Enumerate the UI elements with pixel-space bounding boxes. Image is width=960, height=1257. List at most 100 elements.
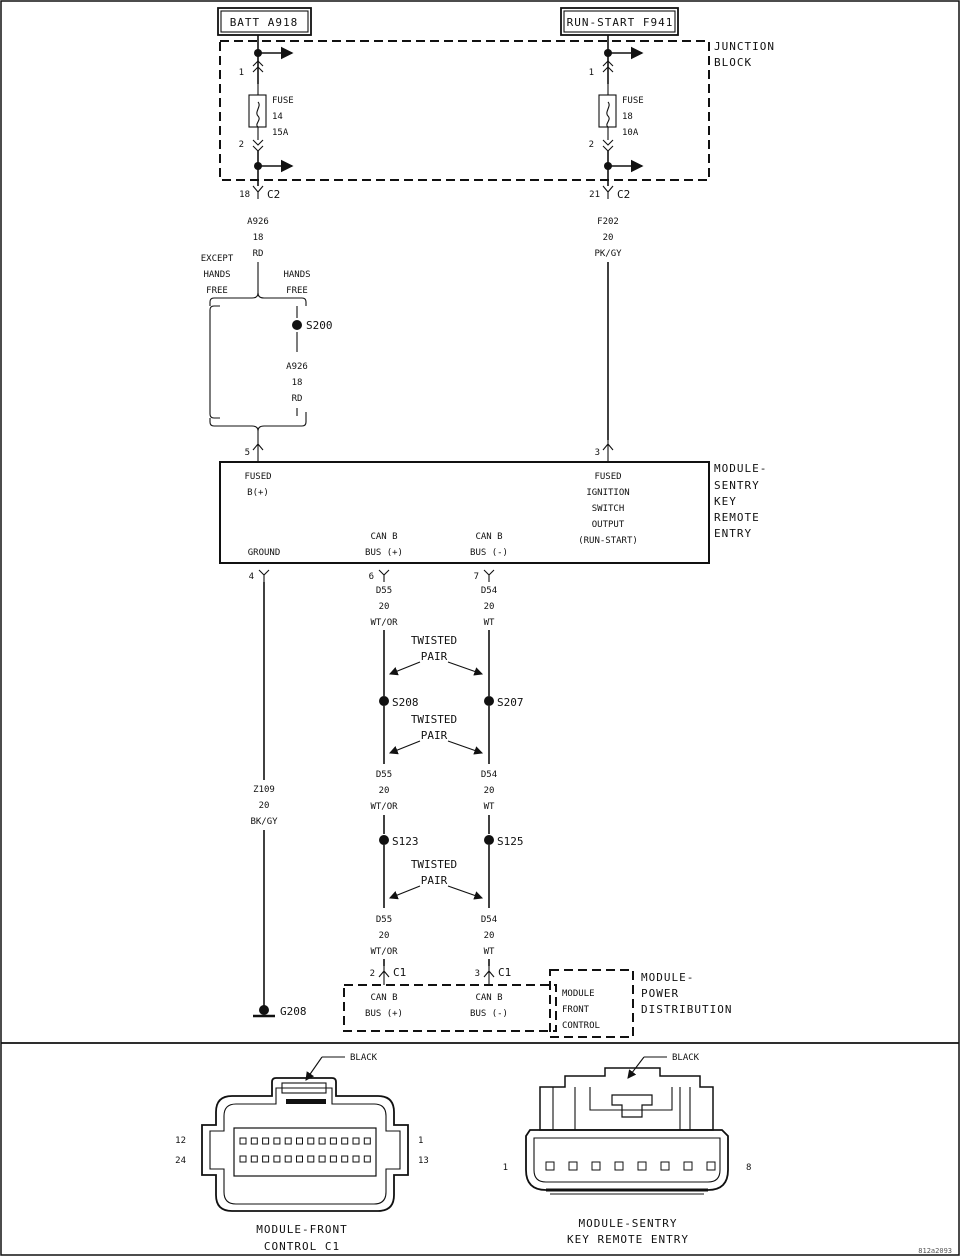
power-dist-name-3: DISTRIBUTION bbox=[641, 1003, 732, 1016]
twisted-pair-3-a: TWISTED bbox=[411, 858, 457, 871]
front-control-pin-cavity bbox=[284, 1155, 292, 1163]
front-control-pin-cavity bbox=[363, 1137, 371, 1145]
except-hands-free-3: FREE bbox=[206, 286, 228, 296]
z109-label-2: 20 bbox=[259, 801, 270, 811]
fuse-18-label-2: 18 bbox=[622, 112, 633, 122]
junction-block-outline bbox=[219, 40, 710, 181]
s200-splice bbox=[292, 320, 302, 330]
d54-c-1: D54 bbox=[481, 915, 497, 925]
fuse-14-label-2: 14 bbox=[272, 112, 283, 122]
s123-label: S123 bbox=[392, 835, 419, 848]
front-control-pin-cavity bbox=[296, 1155, 303, 1163]
sentry-pin1-label: 1 bbox=[503, 1163, 508, 1173]
d55-c-3: WT/OR bbox=[370, 947, 398, 957]
c1-right-pin: 3 bbox=[475, 969, 480, 979]
fuse-14-label-3: 15A bbox=[272, 128, 289, 138]
front-control-pin-cavity bbox=[250, 1155, 258, 1163]
figure-id: 812a2093 bbox=[918, 1247, 952, 1255]
pin6-label: 6 bbox=[369, 572, 374, 582]
front-control-outline bbox=[549, 969, 634, 1038]
c1-right-connector: 3 C1 bbox=[475, 966, 511, 985]
d55-b-3: WT/OR bbox=[370, 802, 398, 812]
d55-c-2: 20 bbox=[379, 931, 390, 941]
power-dist-outline bbox=[343, 984, 557, 1032]
front-control-2: FRONT bbox=[562, 1005, 590, 1015]
z109-label-1: Z109 bbox=[253, 785, 275, 795]
front-control-pin-cavity bbox=[262, 1137, 270, 1145]
c2-left-name: C2 bbox=[267, 188, 280, 201]
pin4-label: 4 bbox=[249, 572, 254, 582]
d55-b-2: 20 bbox=[379, 786, 390, 796]
twisted-pair-1-arrow-left bbox=[388, 661, 421, 676]
a926-mid-label-1: A926 bbox=[286, 362, 308, 372]
fuse-18: 1 2 FUSE 18 10A bbox=[589, 35, 644, 186]
fuse-18-label-1: FUSE bbox=[622, 96, 644, 106]
fuse-14-label-1: FUSE bbox=[272, 96, 294, 106]
d54-a-1: D54 bbox=[481, 586, 497, 596]
batt-box: BATT A918 bbox=[217, 7, 312, 36]
d54-b-1: D54 bbox=[481, 770, 497, 780]
d54-a-2: 20 bbox=[484, 602, 495, 612]
pd-can-plus-1: CAN B bbox=[370, 993, 397, 1003]
d54-b-3: WT bbox=[484, 802, 495, 812]
fuse-14: 1 2 FUSE 14 15A bbox=[239, 35, 294, 186]
sentry-name-5: ENTRY bbox=[714, 527, 752, 540]
front-control-pin-cavity bbox=[307, 1137, 315, 1145]
pd-can-minus-2: BUS (-) bbox=[470, 1009, 508, 1019]
hands-free-2: FREE bbox=[286, 286, 308, 296]
c2-left-pin: 18 bbox=[239, 190, 250, 200]
g208-label: G208 bbox=[280, 1005, 307, 1018]
front-caption-1: MODULE-FRONT bbox=[256, 1223, 347, 1236]
sentry-module-box bbox=[219, 461, 710, 564]
sentry-pin8-label: 8 bbox=[746, 1163, 751, 1173]
twisted-pair-2-arrow-left bbox=[388, 740, 421, 755]
twisted-pair-3-b: PAIR bbox=[421, 874, 448, 887]
pin5-label: 5 bbox=[245, 448, 250, 458]
junction-block-label-2: BLOCK bbox=[714, 56, 752, 69]
f202-label-2: 20 bbox=[603, 233, 614, 243]
d54-c-2: 20 bbox=[484, 931, 495, 941]
c2-left-connector: 18 C2 bbox=[239, 185, 280, 201]
d54-b-2: 20 bbox=[484, 786, 495, 796]
s123-splice bbox=[379, 835, 389, 845]
fuse-14-pin-top: 1 bbox=[239, 68, 244, 78]
batt-box-label: BATT A918 bbox=[230, 16, 299, 29]
g208-ground-symbol bbox=[253, 1005, 275, 1018]
front-pin24-label: 24 bbox=[175, 1156, 186, 1166]
sentry-black-label: BLACK bbox=[672, 1053, 700, 1063]
d55-a-2: 20 bbox=[379, 602, 390, 612]
a926-top-label-1: A926 bbox=[247, 217, 269, 227]
hands-free-1: HANDS bbox=[283, 270, 310, 280]
sentry-caption-2: KEY REMOTE ENTRY bbox=[567, 1233, 689, 1246]
front-control-pin-cavity bbox=[318, 1137, 326, 1145]
front-control-pin-cavity bbox=[341, 1155, 349, 1163]
fuse-14-pin-bottom: 2 bbox=[239, 140, 244, 150]
front-control-pin-cavity bbox=[250, 1137, 258, 1145]
a926-mid-label-2: 18 bbox=[292, 378, 303, 388]
s207-label: S207 bbox=[497, 696, 524, 709]
z109-label-3: BK/GY bbox=[250, 817, 278, 827]
front-black-label: BLACK bbox=[350, 1053, 378, 1063]
sentry-pin-cavity bbox=[591, 1161, 601, 1171]
a926-top-label-2: 18 bbox=[253, 233, 264, 243]
sentry-pin-cavity bbox=[568, 1161, 578, 1171]
fused-b-2: B(+) bbox=[247, 488, 269, 498]
fused-ign-1: FUSED bbox=[594, 472, 621, 482]
front-control-pin-cavity bbox=[273, 1137, 281, 1145]
c2-right-name: C2 bbox=[617, 188, 630, 201]
front-pin1-label: 1 bbox=[418, 1136, 423, 1146]
front-pin13-label: 13 bbox=[418, 1156, 429, 1166]
front-control-pin-cavity bbox=[318, 1155, 326, 1163]
pd-can-minus-1: CAN B bbox=[475, 993, 502, 1003]
sentry-name-4: REMOTE bbox=[714, 511, 760, 524]
sentry-can-plus-2: BUS (+) bbox=[365, 548, 403, 558]
c1-left-pin: 2 bbox=[370, 969, 375, 979]
fuse-18-label-3: 10A bbox=[622, 128, 639, 138]
sentry-caption-1: MODULE-SENTRY bbox=[578, 1217, 677, 1230]
front-pin12-label: 12 bbox=[175, 1136, 186, 1146]
twisted-pair-1-a: TWISTED bbox=[411, 634, 457, 647]
sentry-name-2: SENTRY bbox=[714, 479, 760, 492]
sentry-pin-cavity bbox=[614, 1161, 624, 1171]
front-control-pin-cavity bbox=[239, 1137, 247, 1145]
